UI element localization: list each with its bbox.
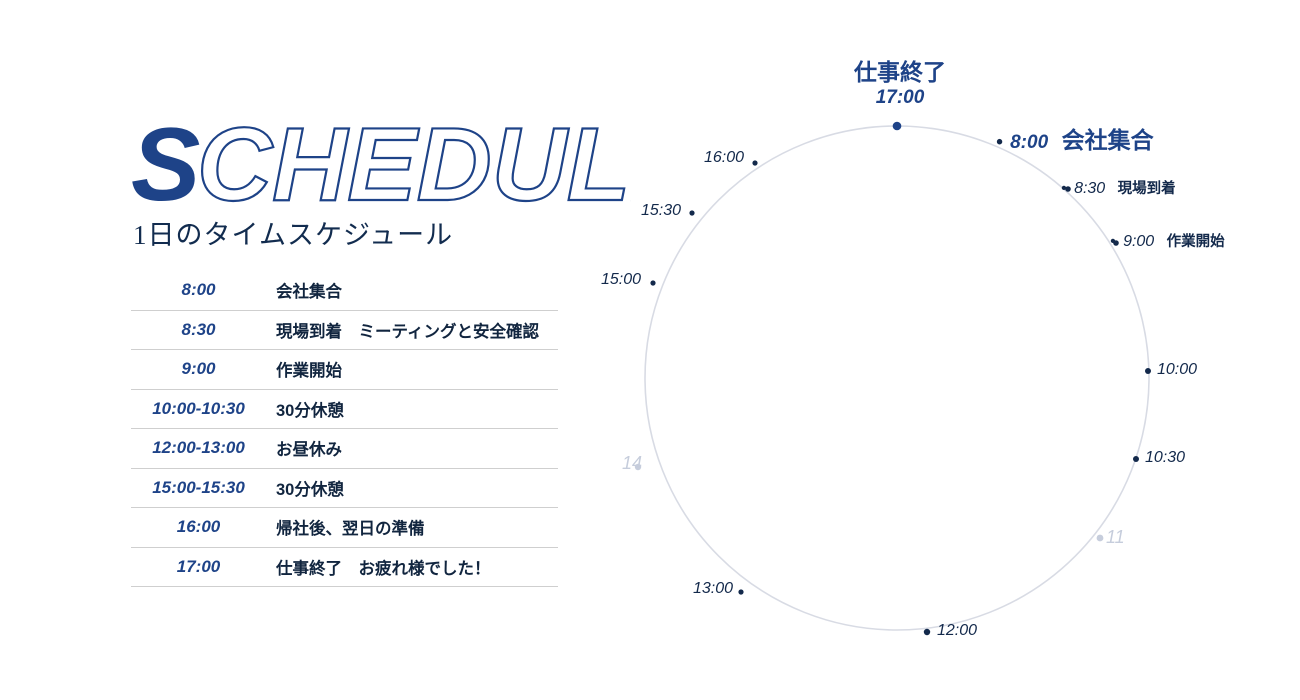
- label-start-of-day: • 8:00 会社集合: [996, 127, 1154, 153]
- point-0830-bullet: •: [1061, 180, 1067, 197]
- dot-0830: [1065, 186, 1071, 192]
- table-row: 17:00 仕事終了 お疲れ様でした！: [131, 548, 558, 587]
- tick-1000-time: 10:00: [1157, 361, 1198, 378]
- label-1600: 16:00: [704, 150, 744, 166]
- label-1030: 10:30: [1145, 450, 1185, 466]
- label-ghost-14: 14: [622, 454, 642, 472]
- table-row: 12:00-13:00 お昼休み: [131, 429, 558, 469]
- start-of-day-time: 8:00: [1010, 132, 1049, 153]
- label-end-of-day: 仕事終了 17:00: [850, 59, 950, 108]
- label-0900: • 9:00 作業開始: [1110, 234, 1225, 250]
- point-0900-bullet: •: [1110, 233, 1116, 250]
- label-1200: 12:00: [937, 623, 977, 639]
- page-subtitle: 1日のタイムスケジュール: [133, 220, 454, 250]
- dot-0900: [1113, 240, 1119, 246]
- point-0830-title: 現場到着: [1117, 181, 1176, 197]
- tick-1600-time: 16:00: [704, 149, 745, 166]
- row-description: 会社集合: [276, 283, 342, 302]
- title-block: .wm-solid { font-family: "Liberation San…: [131, 112, 631, 262]
- label-1300: 13:00: [693, 581, 733, 597]
- dot-1000: [1145, 368, 1151, 374]
- dot-11: [1096, 534, 1104, 542]
- end-of-day-title: 仕事終了: [854, 59, 946, 85]
- dot-1300: [738, 589, 744, 595]
- row-time: 15:00-15:30: [152, 477, 245, 497]
- row-description: 仕事終了 お疲れ様でした！: [276, 559, 491, 578]
- ghost-11-text: 11: [1106, 527, 1125, 547]
- dot-1600: [752, 160, 758, 166]
- row-description: 30分休憩: [276, 480, 344, 499]
- table-row: 16:00 帰社後、翌日の準備: [131, 508, 558, 548]
- row-description: お昼休み: [276, 441, 342, 460]
- row-description: 30分休憩: [276, 401, 344, 420]
- label-ghost-11: 11: [1106, 528, 1125, 546]
- timeline-circle: [644, 125, 1150, 631]
- table-row: 8:30 現場到着 ミーティングと安全確認: [131, 311, 558, 350]
- wordmark-letter-s: S: [131, 112, 200, 222]
- point-0900-time: 9:00: [1123, 233, 1155, 250]
- clock-circle-svg: [634, 121, 1151, 636]
- row-time: 16:00: [176, 517, 221, 537]
- dot-1200: [923, 628, 931, 636]
- label-1530: 15:30: [641, 203, 681, 219]
- point-0830-time: 8:30: [1074, 180, 1106, 197]
- dot-14: [634, 463, 642, 471]
- row-description: 作業開始: [276, 362, 342, 381]
- row-time: 12:00-13:00: [152, 438, 245, 458]
- row-time: 17:00: [176, 556, 221, 576]
- tick-1530-time: 15:30: [641, 202, 682, 219]
- end-of-day-time: 17:00: [875, 87, 925, 108]
- dot-1530: [689, 210, 695, 216]
- clock-diagram: 仕事終了 17:00 • 8:00 会社集合 • 8:30 現場到着 • 9:0…: [600, 0, 1300, 700]
- row-time: 10:00-10:30: [152, 398, 245, 418]
- row-description: 帰社後、翌日の準備: [276, 520, 425, 539]
- row-time: 8:00: [181, 280, 216, 300]
- table-row: 8:00 会社集合: [131, 271, 558, 311]
- tick-1200-time: 12:00: [937, 622, 978, 639]
- dot-1500: [650, 280, 656, 286]
- row-description: 現場到着 ミーティングと安全確認: [276, 322, 540, 341]
- wordmark-rest: CHEDULE: [197, 112, 631, 222]
- table-row: 15:00-15:30 30分休憩: [131, 469, 558, 508]
- row-time: 9:00: [181, 359, 216, 379]
- row-time: 8:30: [181, 319, 216, 339]
- label-1500: 15:00: [601, 272, 641, 288]
- start-of-day-title: 会社集合: [1061, 127, 1154, 153]
- label-1000: 10:00: [1157, 362, 1197, 378]
- tick-1300-time: 13:00: [693, 580, 734, 597]
- schedule-table: 8:00 会社集合 8:30 現場到着 ミーティングと安全確認 9:00 作業開…: [131, 271, 558, 587]
- label-0830: • 8:30 現場到着: [1061, 181, 1176, 197]
- table-row: 9:00 作業開始: [131, 350, 558, 390]
- start-of-day-bullet: •: [996, 132, 1003, 153]
- tick-1030-time: 10:30: [1145, 449, 1186, 466]
- table-row: 10:00-10:30 30分休憩: [131, 390, 558, 429]
- left-panel: .wm-solid { font-family: "Liberation San…: [0, 0, 631, 700]
- schedule-wordmark: .wm-solid { font-family: "Liberation San…: [131, 112, 631, 222]
- tick-1500-time: 15:00: [601, 271, 642, 288]
- dot-1700: [892, 121, 902, 131]
- dot-1030: [1133, 456, 1139, 462]
- point-0900-title: 作業開始: [1166, 234, 1225, 250]
- ghost-14-text: 14: [622, 453, 643, 473]
